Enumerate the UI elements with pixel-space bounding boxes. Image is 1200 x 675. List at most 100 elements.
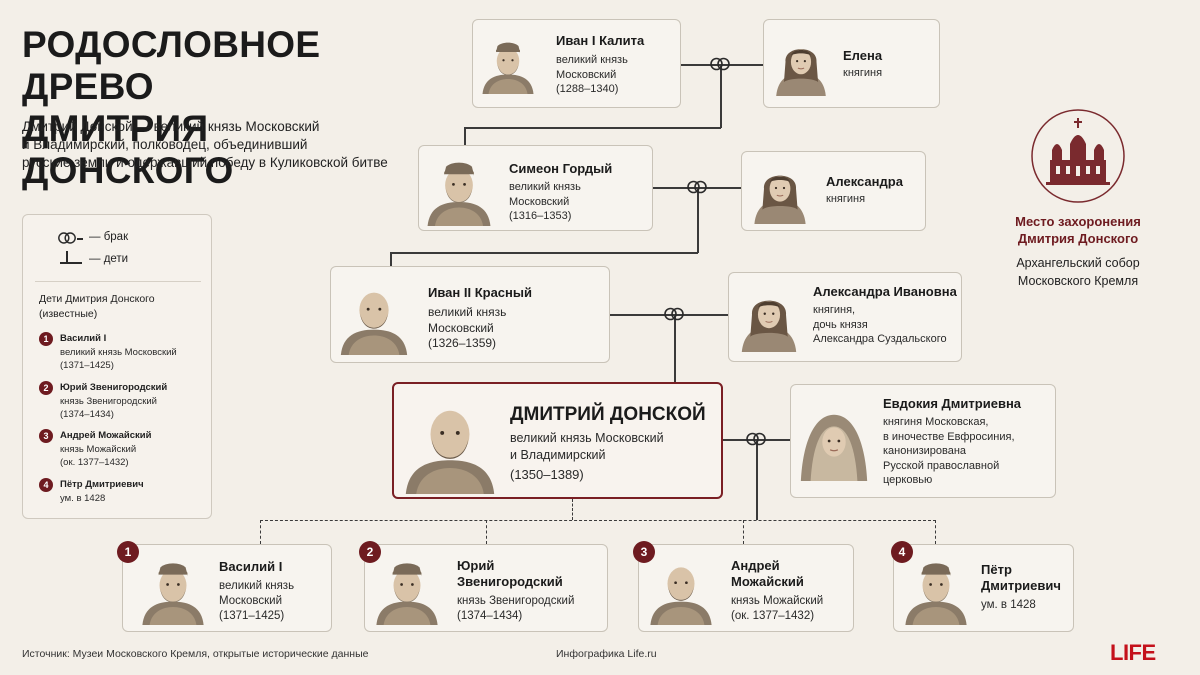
legend-kid-name: Василий I — [60, 333, 107, 344]
desc-years: (1371–1425) — [219, 610, 285, 622]
desc-line: Московский — [556, 68, 617, 81]
child-number-badge: 3 — [633, 541, 655, 563]
desc-line: князь Можайский — [731, 595, 824, 607]
person-card-elena: Елена княгиня — [763, 19, 940, 108]
subtitle-line-3: русские земли и одержавший победу в Кули… — [22, 155, 388, 170]
legend-kid-badge: 2 — [39, 381, 53, 395]
desc-years: (1326–1359) — [428, 336, 497, 350]
marriage-rings-icon — [663, 307, 685, 321]
portrait-icon — [795, 391, 873, 493]
child-drop-4 — [935, 520, 936, 544]
child-name-line: Андрей — [731, 558, 780, 573]
desc-line: в иночестве Евфросиния, — [883, 430, 1015, 443]
legend-marriage-label: — брак — [89, 231, 129, 243]
desc-line: великий князь — [428, 305, 507, 319]
desc-years: (1288–1340) — [556, 83, 619, 95]
desc-line: канонизирована — [883, 445, 967, 457]
person-card-ivan1: Иван I Калита великий князь Московский (… — [472, 19, 681, 108]
child-number-badge: 1 — [117, 541, 139, 563]
descent-dash-dmitry — [572, 499, 573, 520]
legend-kid-desc-line: (ок. 1377–1432) — [60, 456, 129, 468]
desc-line: дочь князя — [813, 318, 868, 331]
portrait-icon — [398, 388, 502, 496]
burial-place-line: Московского Кремля — [1017, 274, 1139, 288]
page-subtitle: Дмитрий Донской — великий князь Московск… — [22, 118, 402, 172]
portrait-icon — [900, 549, 972, 629]
desc-line: Московский — [219, 595, 283, 607]
branch-drop-2 — [390, 252, 392, 266]
person-name: Иван I Калита — [556, 33, 645, 48]
legend-kid-desc: князь Звенигородский (1374–1434) — [60, 396, 157, 421]
legend-kids-title-line-1: Дети Дмитрия Донского — [39, 293, 155, 305]
cathedral-icon — [1031, 109, 1125, 203]
person-card-simeon: Симеон Гордый великий князь Московский (… — [418, 145, 653, 231]
child-name-line: Звенигородский — [457, 574, 563, 589]
legend-kid-desc: князь Можайский (ок. 1377–1432) — [60, 444, 136, 469]
person-card-ivan2: Иван II Красный великий князь Московский… — [330, 266, 610, 363]
marriage-rings-icon — [745, 432, 767, 446]
child-name-line: Дмитриевич — [981, 578, 1061, 593]
person-card-dmitry: ДМИТРИЙ ДОНСКОЙ великий князь Московский… — [392, 382, 723, 499]
child-card-petr: Пётр Дмитриевич ум. в 1428 — [893, 544, 1074, 632]
legend-kid-desc: ум. в 1428 — [60, 493, 105, 506]
legend-kid-name: Пётр Дмитриевич — [60, 479, 144, 490]
person-card-evdokia: Евдокия Дмитриевна княгиня Московская, в… — [790, 384, 1056, 498]
desc-line: великий князь — [219, 580, 295, 592]
legend-kid-desc-line: великий князь Московский — [60, 347, 177, 358]
child-name: Андрей Можайский — [731, 558, 804, 590]
desc-line: великий князь — [556, 54, 628, 66]
burial-place-line: Архангельский собор — [1016, 256, 1140, 270]
legend-kid-badge: 3 — [39, 429, 53, 443]
burial-title: Место захоронения Дмитрия Донского — [1000, 213, 1156, 247]
descent-line-ivan2 — [674, 314, 676, 382]
child-card-yury: Юрий Звенигородский князь Звенигородский… — [364, 544, 608, 632]
child-card-andrey: Андрей Можайский князь Можайский (ок. 13… — [638, 544, 854, 632]
person-desc: великий князь Московский (1316–1353) — [509, 180, 581, 224]
branch-drop-1 — [464, 127, 466, 145]
portrait-icon — [137, 549, 209, 629]
legend-panel: — брак — дети Дети Дмитрия Донского (изв… — [22, 214, 212, 519]
child-number-badge: 4 — [891, 541, 913, 563]
person-name: Александра Ивановна — [813, 284, 957, 299]
burial-place: Архангельский собор Московского Кремля — [995, 254, 1161, 290]
descent-line-dmitry — [756, 439, 758, 520]
legend-marriage-tick — [77, 238, 83, 240]
marriage-line-ivan2 — [610, 314, 728, 316]
person-desc: великий князь Московский и Владимирский … — [510, 430, 664, 483]
child-name-line: Пётр — [981, 562, 1012, 577]
desc-line: церковью — [883, 474, 933, 486]
subtitle-line-2: и Владимирский, полководец, объединивший — [22, 137, 308, 152]
descent-line-ivan1 — [720, 64, 722, 128]
child-number-badge: 2 — [359, 541, 381, 563]
legend-kid-desc-line: (1371–1425) — [60, 359, 114, 371]
person-card-aleksandra: Александра княгиня — [741, 151, 926, 231]
legend-kid-desc: великий князь Московский (1371–1425) — [60, 347, 177, 372]
portrait-icon — [748, 155, 812, 229]
desc-years: (1374–1434) — [457, 610, 523, 622]
desc-line: Московский — [509, 195, 570, 208]
person-desc: великий князь Московский (1326–1359) — [428, 305, 506, 352]
portrait-icon — [645, 549, 717, 629]
page-title: РОДОСЛОВНОЕ ДРЕВО ДМИТРИЯ ДОНСКОГО — [22, 24, 402, 192]
legend-kid-badge: 4 — [39, 478, 53, 492]
person-name: Евдокия Дмитриевна — [883, 396, 1022, 411]
person-desc: великий князь Московский (1288–1340) — [556, 53, 628, 97]
legend-kid-desc-line: ум. в 1428 — [60, 493, 106, 504]
child-name: Пётр Дмитриевич — [981, 562, 1061, 594]
marriage-rings-icon — [57, 231, 77, 245]
children-line-icon — [66, 251, 68, 263]
desc-line: Александра Суздальского — [813, 333, 947, 345]
child-desc: князь Звенигородский (1374–1434) — [457, 594, 574, 624]
legend-kid-name: Андрей Можайский — [60, 430, 152, 441]
desc-line: Московский — [428, 320, 494, 335]
branch-line-2 — [390, 252, 698, 254]
portrait-icon — [335, 273, 413, 359]
marriage-rings-icon — [709, 57, 731, 71]
branch-line-1 — [464, 127, 721, 129]
desc-years: (1350–1389) — [510, 467, 584, 482]
desc-line: князь Звенигородский — [457, 595, 575, 607]
child-name: Юрий Звенигородский — [457, 558, 563, 590]
child-name-line: Юрий — [457, 558, 495, 573]
person-desc: княгиня Московская, в иночестве Евфросин… — [883, 415, 1015, 488]
desc-years: (1316–1353) — [509, 210, 572, 222]
